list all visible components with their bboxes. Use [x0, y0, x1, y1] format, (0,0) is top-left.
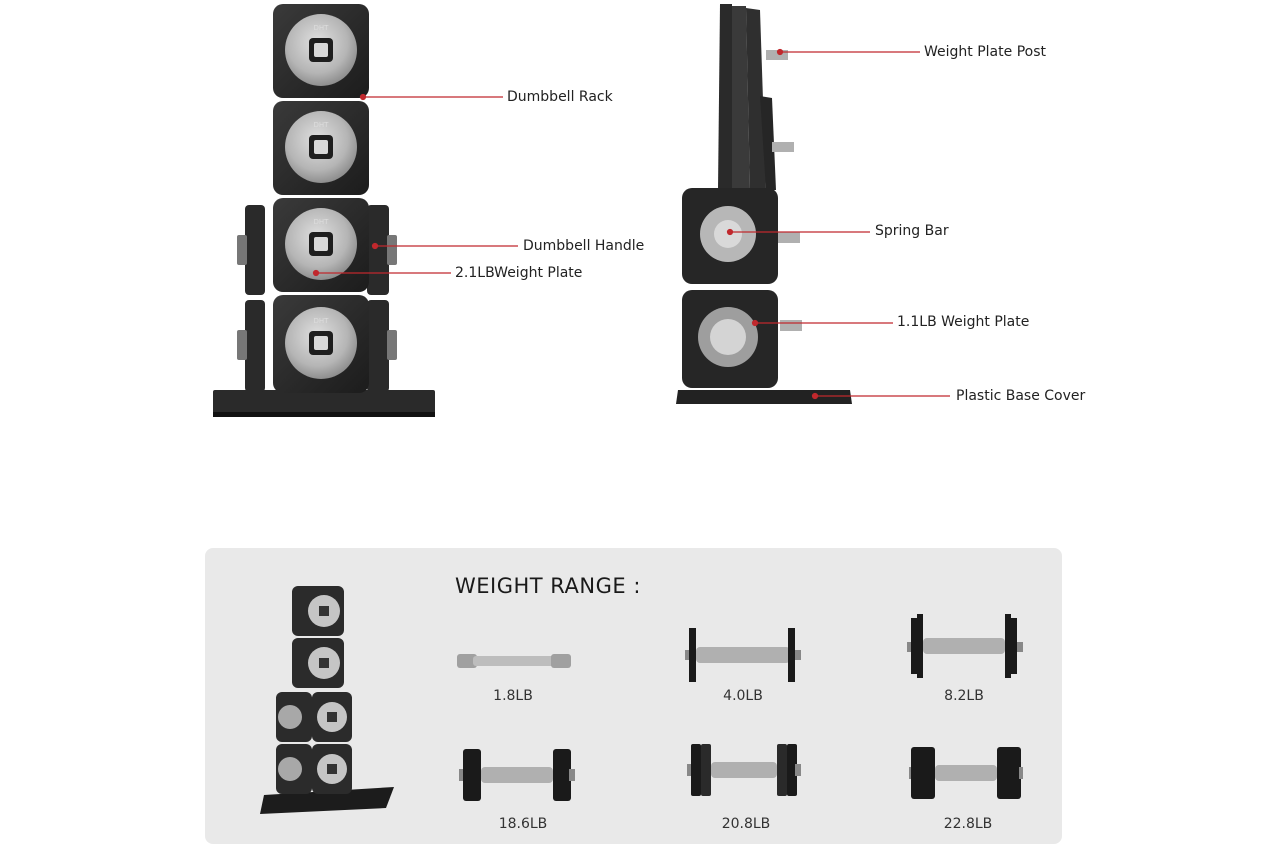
brand-mark: DHT	[314, 121, 330, 129]
rack-cube-1	[273, 4, 369, 98]
rack-cube-4	[273, 295, 369, 393]
callout-1-1lb-weight-plate: 1.1LB Weight Plate	[897, 314, 1030, 330]
rack-iso-view	[260, 586, 394, 814]
dumbbell-20-8lb-icon	[687, 744, 801, 796]
callout-2-1lb-weight-plate: 2.1LBWeight Plate	[455, 265, 583, 281]
callout-dumbbell-rack: Dumbbell Rack	[507, 89, 613, 105]
dumbbell-4-0lb-icon	[685, 628, 801, 682]
brand-mark: DHT	[314, 317, 330, 325]
weight-label-4: 18.6LB	[498, 816, 548, 832]
dumbbell-8-2lb-icon	[907, 614, 1023, 678]
weight-label-2: 4.0LB	[723, 688, 763, 704]
callout-plastic-base-cover: Plastic Base Cover	[956, 388, 1086, 404]
callout-spring-bar: Spring Bar	[875, 223, 949, 239]
weight-range-title: WEIGHT RANGE :	[455, 574, 641, 598]
dumbbell-1-8lb-icon	[457, 654, 571, 668]
dumbbell-18-6lb-icon	[459, 749, 575, 801]
rack-side-view	[676, 4, 852, 404]
brand-mark: DHT	[314, 24, 330, 32]
dumbbell-22-8lb-icon	[909, 747, 1023, 799]
brand-mark: DHT	[314, 218, 330, 226]
weight-label-5: 20.8LB	[721, 816, 771, 832]
callout-weight-plate-post: Weight Plate Post	[924, 44, 1046, 60]
rack-cube-3	[273, 198, 369, 292]
weight-label-1: 1.8LB	[493, 688, 533, 704]
rack-cube-2	[273, 101, 369, 195]
rack-front-view: DHT DHT DHT DHT	[213, 4, 435, 417]
weight-label-3: 8.2LB	[944, 688, 984, 704]
callout-dumbbell-handle: Dumbbell Handle	[523, 238, 645, 254]
weight-label-6: 22.8LB	[943, 816, 993, 832]
rack-base-plate	[213, 390, 435, 416]
